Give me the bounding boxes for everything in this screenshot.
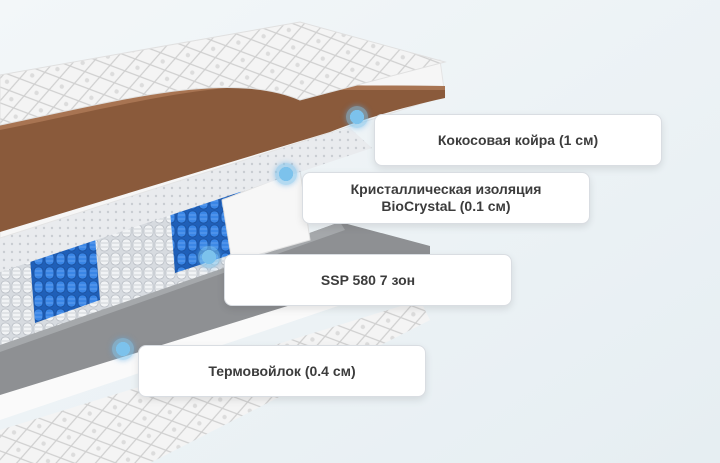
- spring-zone-blue-1: [30, 236, 100, 323]
- label-biocrystal-line1: Кристаллическая изоляция: [350, 181, 542, 197]
- coir-layer: [0, 80, 445, 232]
- label-felt-text: Термовойлок (0.4 см): [208, 362, 356, 379]
- label-springs: SSP 580 7 зон: [224, 254, 512, 306]
- marker-felt[interactable]: [112, 338, 134, 360]
- marker-biocrystal[interactable]: [275, 163, 297, 185]
- label-felt: Термовойлок (0.4 см): [138, 345, 426, 397]
- label-biocrystal: Кристаллическая изоляция BioCrystaL (0.1…: [302, 172, 590, 224]
- coir-layer-highlight: [0, 80, 445, 130]
- label-biocrystal-line2: BioCrystaL (0.1 см): [381, 198, 511, 214]
- label-coir-text: Кокосовая койра (1 см): [437, 131, 599, 148]
- label-coir: Кокосовая койра (1 см): [374, 114, 662, 166]
- marker-coir[interactable]: [346, 106, 368, 128]
- label-springs-text: SSP 580 7 зон: [320, 271, 416, 288]
- top-cover-quilted: [0, 21, 447, 126]
- marker-springs[interactable]: [198, 246, 220, 268]
